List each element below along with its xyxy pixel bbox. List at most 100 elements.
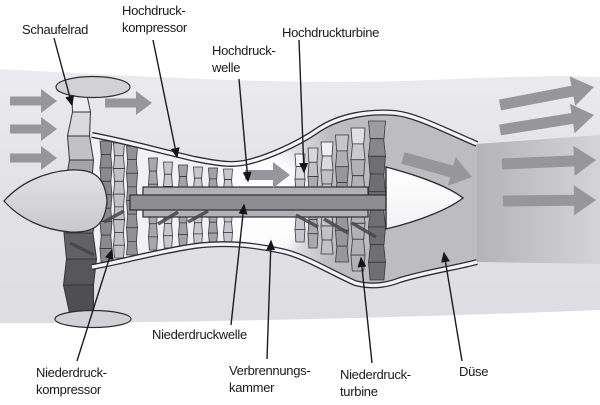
blade-row-segment (148, 236, 158, 251)
inlet-flow-arrow (10, 89, 57, 113)
exhaust-flow-arrow (501, 145, 596, 176)
blade-row-segment (178, 164, 188, 177)
blade-row-segment (113, 219, 125, 233)
label-hochdruck-welle: Hochdruck- welle (212, 43, 276, 75)
blade-row-segment (350, 159, 366, 177)
blade-row-segment (208, 221, 218, 234)
blade-row-segment (350, 143, 366, 161)
blade-row-segment (335, 166, 349, 184)
fan-blade-segment (66, 135, 95, 161)
leader-hochdruck-kompressor (152, 39, 180, 159)
blade-row-segment (368, 261, 386, 281)
label-duese: Düse (459, 364, 489, 379)
blade-row-segment (320, 225, 334, 241)
blade-row-segment (126, 240, 138, 256)
blade-row-segment (350, 127, 366, 145)
blade-row-segment (294, 229, 306, 243)
label-verbrennungskammer: Verbrennungs- kammer (229, 363, 311, 395)
blade-row-segment (99, 234, 113, 249)
blade-row-segment (163, 235, 173, 249)
blade-row-segment (223, 168, 233, 180)
blade-row-segment (113, 142, 125, 157)
fan-rim-top-ellipse (55, 75, 131, 99)
leader-hochdruck-welle (238, 78, 252, 183)
blade-row-segment (99, 167, 113, 182)
blade-row-segment (113, 168, 125, 182)
leader-verbrennungskammer (266, 239, 276, 360)
blade-row-segment (178, 222, 188, 235)
blade-row-segment (113, 193, 125, 208)
label-niederdruck-turbine: Niederdruck- turbine (340, 367, 411, 399)
blade-row-segment (148, 157, 158, 172)
blade-row-segment (223, 221, 233, 233)
blade-row-segment (148, 170, 158, 185)
blade-row-segment (126, 227, 138, 242)
label-schaufelrad: Schaufelrad (22, 22, 89, 37)
blade-row-segment (335, 245, 349, 263)
blade-row-segment (320, 169, 334, 185)
label-niederdruck-kompressor: Niederdruck- kompressor (36, 365, 107, 397)
exhaust-flow-arrow (499, 76, 594, 111)
fan-blade-segment (62, 258, 98, 286)
blade-row-segment (368, 244, 386, 263)
fan-rim-bottom-ellipse (54, 309, 132, 329)
rotor-slash (157, 210, 179, 226)
leader-niederdruck-turbine (357, 256, 373, 364)
exhaust-flow-arrow (499, 103, 594, 136)
blade-row-segment (193, 166, 203, 179)
blade-row-segment (126, 213, 138, 229)
tail-cone (385, 166, 465, 230)
blade-row-segment (208, 167, 218, 180)
blade-row-segment (113, 244, 125, 259)
blade-row-segment (320, 141, 334, 157)
blade-row-segment (368, 155, 386, 175)
leader-niederdruckwelle (230, 203, 248, 326)
blade-row-segment (320, 239, 334, 255)
rotor-slash (103, 209, 125, 224)
rotor-slash (69, 241, 95, 257)
blade-row-segment (307, 161, 319, 177)
bypass-flow-arrow (105, 91, 152, 115)
rotor-slash (351, 221, 377, 239)
leader-duese (441, 251, 463, 362)
core-flow-arrow (245, 162, 290, 188)
leader-schaufelrad (53, 37, 74, 107)
blade-row-segment (99, 221, 113, 236)
blade-row-segment (178, 234, 188, 247)
blade-row-segment (193, 222, 203, 235)
blade-row-segment (368, 208, 386, 228)
blade-row-segment (163, 223, 173, 237)
blade-row-segment (350, 254, 366, 272)
low-pressure-shaft (129, 194, 393, 211)
rotor-slash (187, 209, 209, 224)
rotor-slash (295, 213, 319, 229)
label-leader-lines (53, 37, 463, 364)
exhaust-flow-arrow (502, 185, 596, 216)
blade-row-segment (113, 232, 125, 246)
blade-row-segment (99, 154, 113, 169)
blade-row-segment (368, 138, 386, 157)
rotor-slash (323, 217, 349, 235)
inlet-flow-arrow (10, 117, 57, 141)
leader-niederdruck-kompressor (76, 248, 114, 362)
blade-row-segment (126, 172, 138, 188)
blade-row-segment (126, 145, 138, 161)
label-niederdruckwelle: Niederdruckwelle (152, 327, 247, 342)
blade-row-segment (113, 180, 125, 195)
blade-row-segment (335, 150, 349, 168)
blade-row-segment (148, 223, 158, 238)
blade-row-segment (163, 173, 173, 187)
blade-row-segment (368, 173, 386, 193)
blade-row-segment (113, 155, 125, 169)
nozzle-flow-arrow (401, 152, 472, 186)
blade-row-segment (126, 159, 138, 174)
blade-row-segment (307, 233, 319, 249)
blade-row-segment (350, 238, 366, 256)
blade-row-segment (320, 155, 334, 171)
nose-cone (3, 169, 108, 233)
flow-arrows (10, 76, 596, 216)
inlet-flow-arrow (10, 146, 57, 170)
leader-hochdruckturbine (298, 39, 309, 174)
